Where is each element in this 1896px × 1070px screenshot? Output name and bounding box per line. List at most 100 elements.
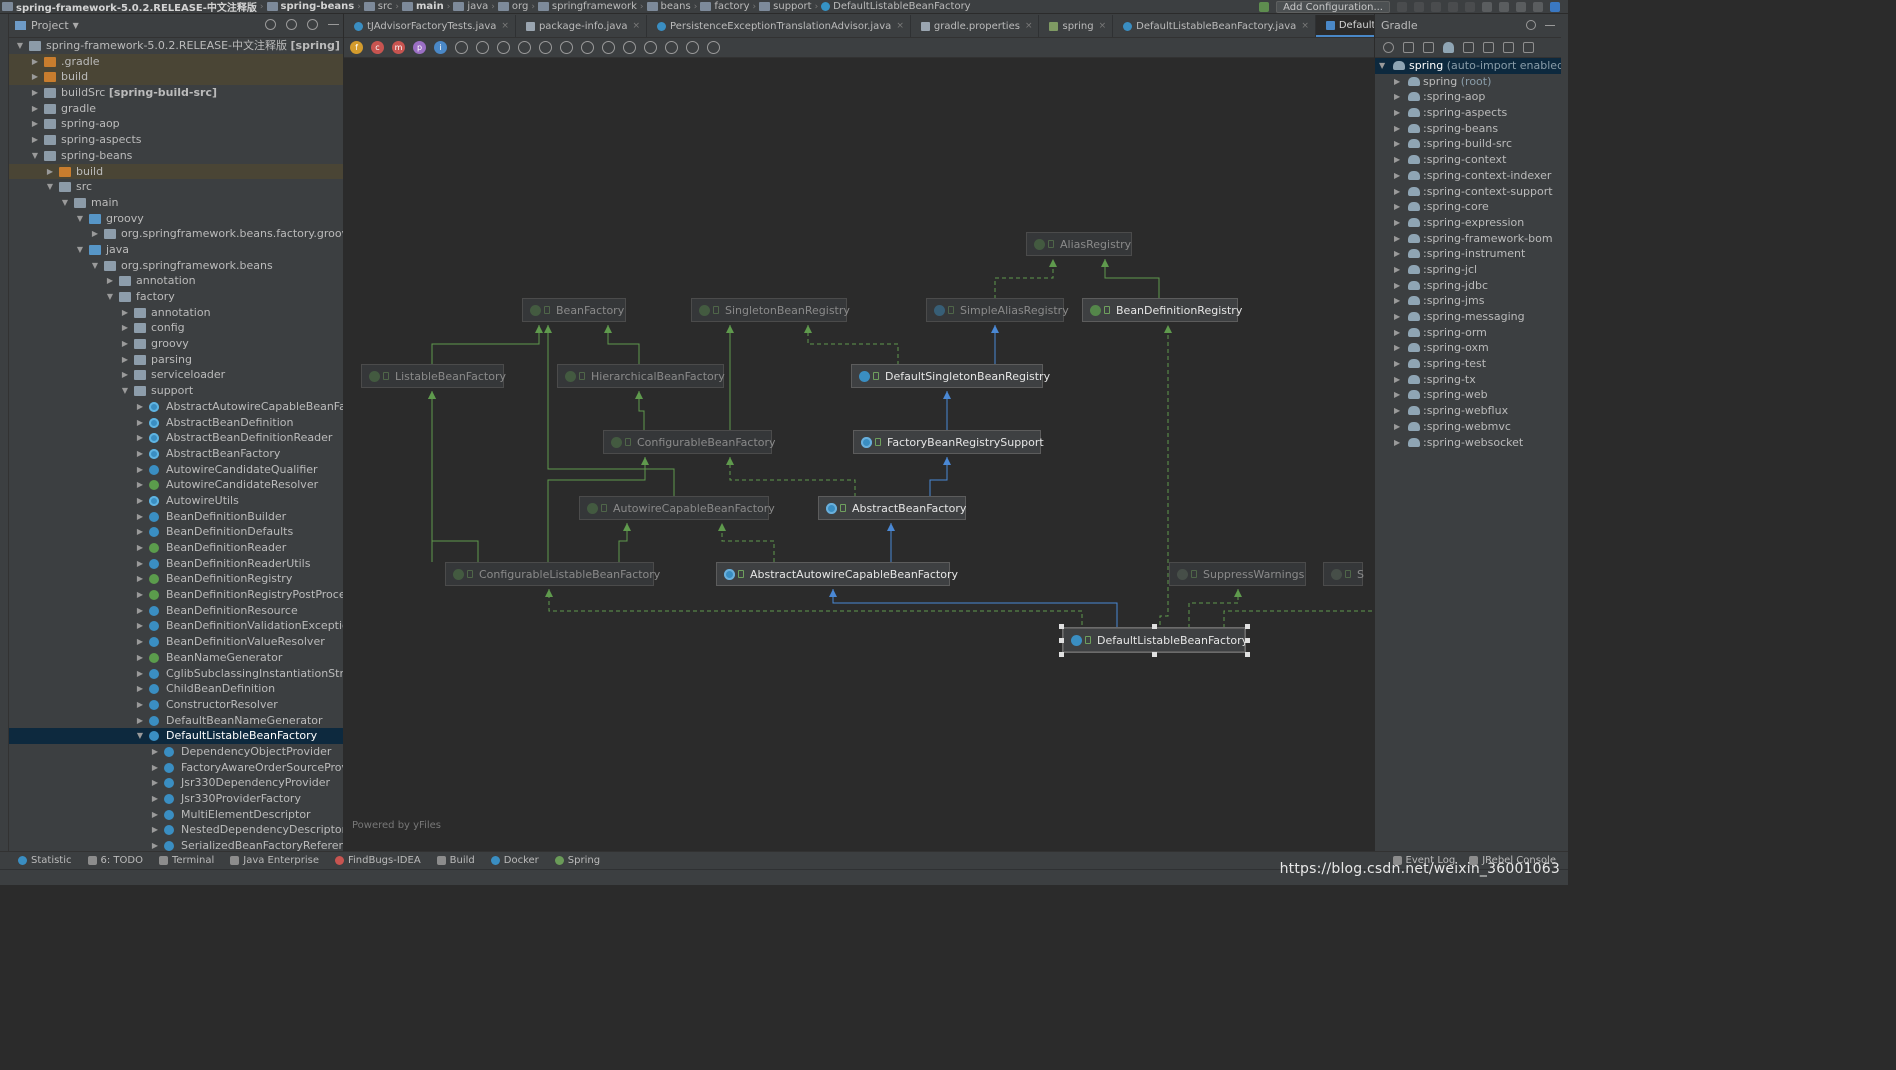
chevron-right-icon[interactable]: ▶ [136,480,144,490]
tool-window-button[interactable]: FindBugs-IDEA [335,855,421,866]
project-panel-title[interactable]: Project [31,19,69,32]
chevron-down-icon[interactable]: ▼ [1379,61,1386,70]
chevron-right-icon[interactable]: ▶ [1394,233,1401,243]
debug-icon[interactable] [1414,2,1424,12]
selection-handle[interactable] [1245,652,1250,657]
chevron-right-icon[interactable]: ▶ [1394,406,1401,416]
gradle-module-item[interactable]: ▶:spring-context-indexer [1375,168,1561,184]
gradle-module-item[interactable]: ▶:spring-web [1375,387,1561,403]
chevron-down-icon[interactable]: ▼ [61,197,69,207]
chevron-right-icon[interactable]: ▶ [121,323,129,333]
chevron-right-icon[interactable]: ▶ [151,746,159,756]
elephant-icon[interactable] [1443,42,1454,53]
close-icon[interactable]: × [1301,21,1309,31]
breadcrumb-item[interactable]: org [496,1,530,12]
tree-item[interactable]: ▶SerializedBeanFactoryReference [9,838,343,851]
gradle-module-item[interactable]: ▶:spring-messaging [1375,309,1561,325]
chevron-down-icon[interactable]: ▼ [31,150,39,160]
tree-item[interactable]: ▼src [9,179,343,195]
fields-toggle[interactable]: f [350,41,363,54]
editor-tab[interactable]: DefaultListableBeanFactory [1315,15,1374,37]
editor-tab[interactable]: package-info.java× [516,15,648,37]
chevron-right-icon[interactable]: ▶ [1394,249,1401,259]
chevron-right-icon[interactable]: ▶ [136,527,144,537]
chevron-right-icon[interactable]: ▶ [1394,170,1401,180]
uml-node[interactable]: SingletonBeanRegistry [691,298,850,322]
selection-handle[interactable] [1245,624,1250,629]
back-arrow-icon[interactable] [1482,2,1492,12]
gradle-module-item[interactable]: ▶:spring-test [1375,356,1561,372]
settings-icon[interactable] [1523,42,1534,53]
chevron-right-icon[interactable]: ▶ [1394,76,1401,86]
chevron-right-icon[interactable]: ▶ [1394,374,1401,384]
chevron-right-icon[interactable]: ▶ [136,668,144,678]
chevron-right-icon[interactable]: ▶ [31,88,39,98]
tree-item[interactable]: ▶Jsr330ProviderFactory [9,791,343,807]
chevron-down-icon[interactable]: ▼ [106,292,114,301]
uml-node[interactable]: ListableBeanFactory [361,364,506,388]
tool-window-button[interactable]: Statistic [18,855,72,866]
editor-tab[interactable]: gradle.properties× [911,15,1040,37]
breadcrumb-item[interactable]: factory [698,1,751,12]
tree-item[interactable]: ▶build [9,69,343,86]
chevron-down-icon[interactable]: ▼ [46,182,54,192]
tool-window-button[interactable]: Spring [554,855,600,866]
chevron-right-icon[interactable]: ▶ [151,762,159,772]
selection-handle[interactable] [1152,624,1157,629]
editor-tab[interactable]: spring× [1039,15,1114,37]
constructors-toggle[interactable]: c [371,41,384,54]
tree-item[interactable]: ▶BeanNameGenerator [9,650,343,666]
jrebel-icon[interactable] [1550,2,1560,12]
chevron-right-icon[interactable]: ▶ [136,621,144,631]
tool-window-button[interactable]: Build [436,855,475,866]
tree-item[interactable]: ▶ChildBeanDefinition [9,681,343,697]
chevron-right-icon[interactable]: ▶ [151,825,159,835]
chevron-right-icon[interactable]: ▶ [136,637,144,647]
tree-item[interactable]: ▶AbstractBeanDefinition [9,415,343,431]
uml-node[interactable]: HierarchicalBeanFactory [557,364,725,388]
gear-icon[interactable] [1526,20,1536,30]
chevron-right-icon[interactable]: ▶ [136,605,144,615]
chevron-down-icon[interactable]: ▼ [76,213,84,223]
hide-icon[interactable] [328,24,339,25]
uml-node[interactable]: DefaultListableBeanFactory [1062,627,1248,653]
add-configuration-button[interactable]: Add Configuration... [1276,1,1390,13]
selection-handle[interactable] [1059,652,1064,657]
chevron-right-icon[interactable]: ▶ [91,229,99,239]
selection-handle[interactable] [1059,624,1064,629]
chevron-down-icon[interactable]: ▼ [136,731,144,741]
gradle-module-item[interactable]: ▶:spring-webflux [1375,403,1561,419]
gradle-module-item[interactable]: ▶:spring-core [1375,199,1561,215]
tree-item[interactable]: ▶AbstractBeanDefinitionReader [9,430,343,446]
chevron-right-icon[interactable]: ▶ [136,464,144,474]
chevron-right-icon[interactable]: ▶ [136,511,144,521]
chevron-right-icon[interactable]: ▶ [31,119,39,129]
share-icon[interactable] [623,41,636,54]
close-icon[interactable]: × [1098,21,1107,31]
refresh-icon[interactable] [1383,42,1394,53]
chevron-right-icon[interactable]: ▶ [121,307,129,317]
chevron-right-icon[interactable]: ▶ [1394,264,1401,274]
tree-item[interactable]: ▶spring-aspects [9,132,343,148]
chevron-right-icon[interactable]: ▶ [151,794,159,803]
chevron-right-icon[interactable]: ▶ [1394,312,1401,321]
tree-item[interactable]: ▶Jsr330DependencyProvider [9,775,343,791]
collapse-all-icon[interactable] [286,19,297,30]
uml-node[interactable]: FactoryBeanRegistrySupport [853,430,1044,454]
chevron-down-icon[interactable]: ▼ [16,41,24,50]
sort-icon[interactable] [497,41,510,54]
chevron-right-icon[interactable]: ▶ [151,841,159,851]
chevron-right-icon[interactable]: ▶ [136,558,144,568]
gradle-module-item[interactable]: ▶:spring-orm [1375,325,1561,341]
breadcrumb-item[interactable]: DefaultListableBeanFactory [819,1,972,12]
chevron-right-icon[interactable]: ▶ [1394,92,1401,102]
uml-node[interactable]: AliasRegistry [1026,232,1132,256]
uml-node[interactable]: AbstractBeanFactory [818,496,966,520]
inner-classes-toggle[interactable]: i [434,41,447,54]
tree-item[interactable]: ▼java [9,242,343,258]
tree-item[interactable]: ▶annotation [9,305,343,321]
tree-item[interactable]: ▶FactoryAwareOrderSourceProvide [9,760,343,776]
tree-item[interactable]: ▼support [9,383,343,399]
breadcrumb-item[interactable]: java [451,1,490,12]
uml-node[interactable]: BeanDefinitionRegistry [1082,298,1242,322]
